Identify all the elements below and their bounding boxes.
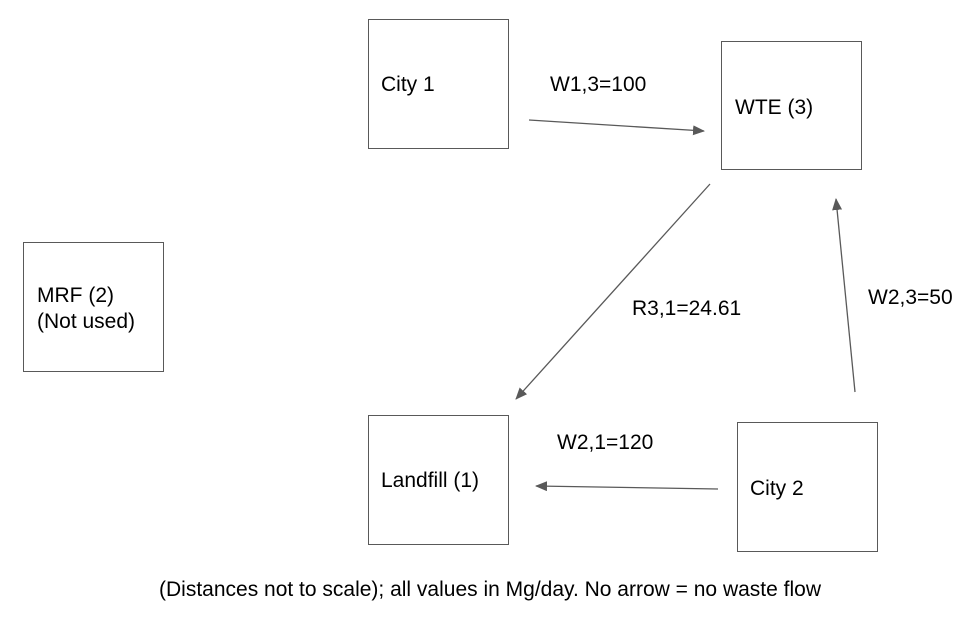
flow-label-w23: W2,3=50 [868, 286, 953, 309]
wte-box [721, 41, 862, 170]
landfill-box [368, 415, 509, 545]
arrow-city2-to-landfill [535, 481, 719, 492]
mrf-label: MRF (2) (Not used) [37, 283, 135, 335]
mrf-box [23, 242, 164, 372]
wte-label: WTE (3) [735, 96, 814, 119]
city1-label: City 1 [381, 73, 435, 96]
city2-box [737, 422, 878, 552]
city1-box [368, 19, 509, 149]
city2-label: City 2 [750, 477, 804, 500]
mrf-label-line2: (Not used) [37, 310, 136, 333]
flow-label-r31: R3,1=24.61 [632, 297, 742, 320]
flow-label-w13: W1,3=100 [550, 73, 647, 96]
footnote: (Distances not to scale); all values in … [159, 578, 821, 601]
arrow-city2-to-wte [832, 198, 856, 393]
mrf-label-line1: MRF (2) [37, 284, 114, 307]
arrow-wte-to-landfill [515, 183, 711, 400]
landfill-label: Landfill (1) [381, 469, 480, 492]
arrow-city1-to-wte [528, 119, 705, 136]
flow-label-w21: W2,1=120 [557, 431, 654, 454]
